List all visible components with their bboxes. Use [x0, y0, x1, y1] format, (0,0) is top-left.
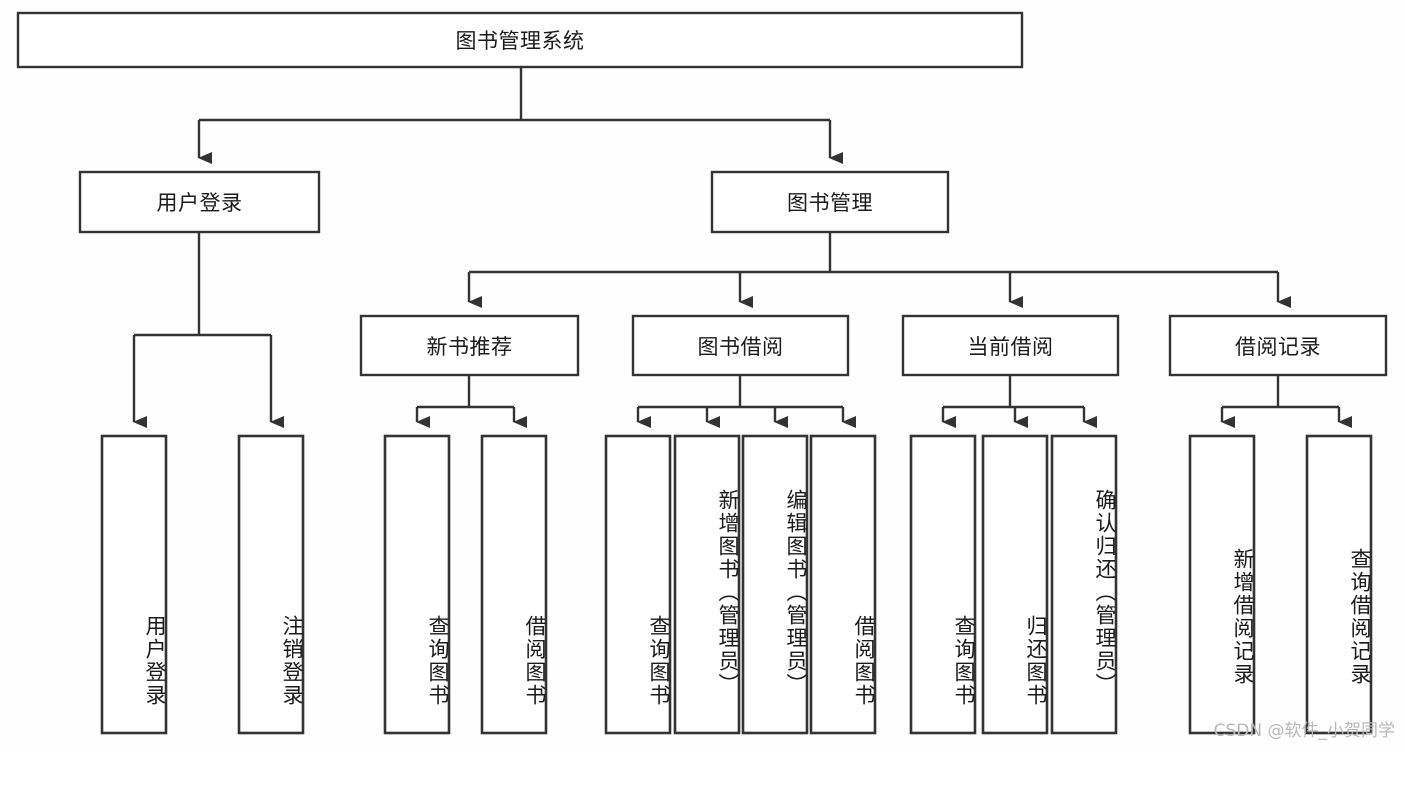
leaf-box-query-book-1[interactable]	[383, 434, 451, 735]
leaf-box-user-logout[interactable]	[237, 434, 305, 735]
leaf-box-edit-book[interactable]	[741, 434, 809, 735]
leaf-box-query-book-2[interactable]	[604, 434, 672, 735]
leaf-box-user-login[interactable]	[100, 434, 168, 735]
node-box-book-manage[interactable]	[710, 170, 950, 234]
leaf-box-borrow-book-2[interactable]	[809, 434, 877, 735]
node-box-borrow-record[interactable]	[1168, 314, 1388, 377]
node-box-book-borrow[interactable]	[631, 314, 850, 377]
node-box-user-login[interactable]	[78, 170, 321, 234]
leaf-box-query-book-3[interactable]	[909, 434, 977, 735]
node-box-system[interactable]	[16, 11, 1024, 69]
csdn-watermark: CSDN @软件_小贺同学	[1213, 721, 1395, 741]
flowchart-canvas: 图书管理系统 用户登录 图书管理 新书推荐 图书借阅 当前借阅 借阅记录 用户登…	[16, 11, 1395, 741]
leaf-box-query-record[interactable]	[1305, 434, 1373, 735]
node-box-current-borrow[interactable]	[901, 314, 1120, 377]
flowchart-svg	[16, 11, 1388, 735]
leaf-box-confirm-return[interactable]	[1050, 434, 1118, 735]
leaf-box-add-book[interactable]	[673, 434, 741, 735]
leaf-box-return-book[interactable]	[981, 434, 1049, 735]
node-box-new-book-recommend[interactable]	[359, 314, 580, 377]
leaf-box-borrow-book-1[interactable]	[480, 434, 548, 735]
leaf-box-add-record[interactable]	[1188, 434, 1256, 735]
